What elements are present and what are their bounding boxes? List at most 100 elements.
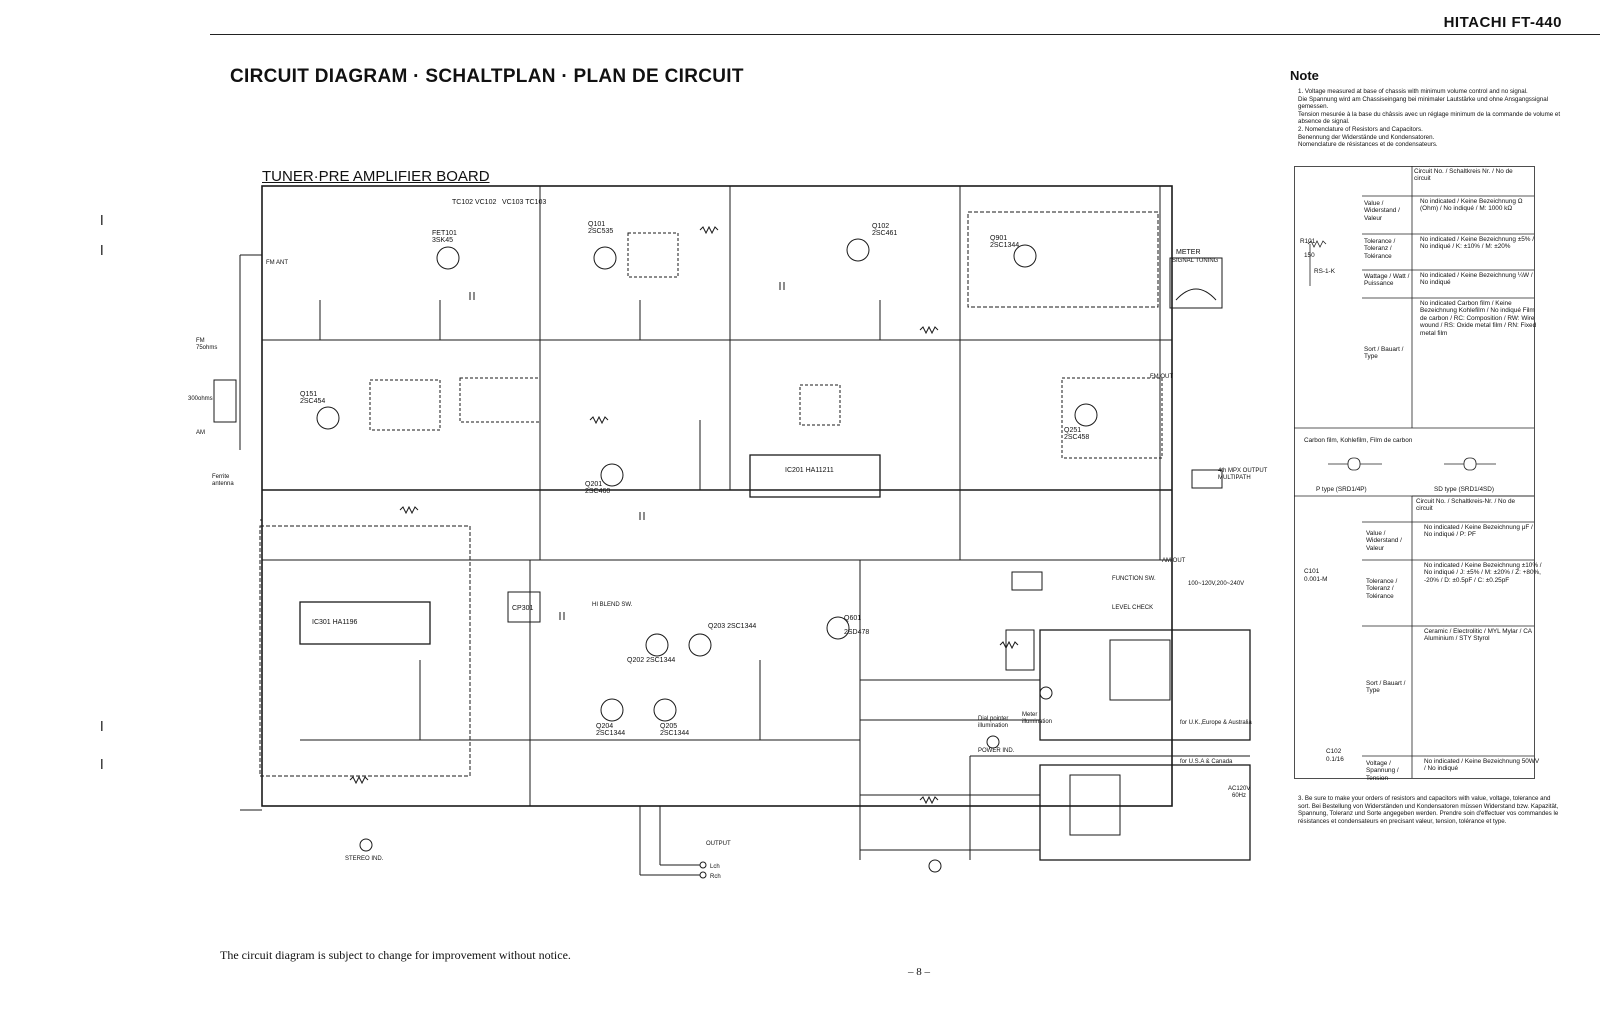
legend-cell: Ceramic / Electrolitic / MYL Mylar / CA … bbox=[1424, 628, 1532, 643]
sd-type-label: SD type (SRD1/4SD) bbox=[1434, 486, 1495, 493]
svg-text:FM OUT: FM OUT bbox=[1150, 374, 1173, 380]
svg-text:4th MPX OUTPUT: 4th MPX OUTPUT bbox=[1218, 468, 1268, 474]
binding-mark: ǀ bbox=[100, 212, 104, 228]
svg-text:Meter: Meter bbox=[1022, 712, 1037, 718]
legend-cell: Value / Widerstand / Valeur bbox=[1366, 530, 1402, 552]
capacitor-part: C101 bbox=[1304, 568, 1320, 575]
note-line: 1. Voltage measured at base of chassis w… bbox=[1298, 88, 1528, 95]
svg-text:60Hz: 60Hz bbox=[1232, 793, 1246, 799]
svg-text:STEREO IND.: STEREO IND. bbox=[345, 856, 384, 862]
svg-text:Q251: Q251 bbox=[1064, 427, 1081, 434]
svg-text:illumination: illumination bbox=[978, 723, 1008, 729]
svg-text:for U.K.,Europe & Australia: for U.K.,Europe & Australia bbox=[1180, 720, 1252, 726]
svg-text:IC301 HA1196: IC301 HA1196 bbox=[312, 619, 358, 626]
note-line: Tension mesurée à la base du châssis ave… bbox=[1298, 110, 1561, 126]
svg-text:2SC1344: 2SC1344 bbox=[990, 242, 1019, 249]
brand-model: HITACHI FT-440 bbox=[1443, 14, 1562, 31]
legend-cell: Tolerance / Toleranz / Tolérance bbox=[1364, 238, 1396, 260]
legend-cell: Voltage / Spannung / Tension bbox=[1366, 760, 1399, 782]
svg-text:Q201: Q201 bbox=[585, 481, 602, 488]
svg-text:2SC1344: 2SC1344 bbox=[660, 730, 689, 737]
svg-text:AM OUT: AM OUT bbox=[1162, 558, 1186, 564]
binding-mark: ǀ bbox=[100, 756, 104, 772]
p-type-label: P type (SRD1/4P) bbox=[1316, 486, 1367, 493]
svg-text:IC201 HA11211: IC201 HA11211 bbox=[785, 467, 834, 474]
svg-text:Q203 2SC1344: Q203 2SC1344 bbox=[708, 623, 756, 630]
svg-text:HI BLEND SW.: HI BLEND SW. bbox=[592, 602, 633, 608]
legend-cell: Sort / Bauart / Type bbox=[1364, 346, 1404, 361]
header-rule bbox=[210, 34, 1600, 35]
svg-text:Lch: Lch bbox=[710, 864, 720, 870]
svg-text:300ohms: 300ohms bbox=[188, 396, 213, 402]
capacitor-value-2: 0.1/16 bbox=[1326, 756, 1344, 763]
svg-text:2SC460: 2SC460 bbox=[585, 488, 610, 495]
resistor-sort: RS-1-K bbox=[1314, 268, 1335, 275]
svg-text:CP301: CP301 bbox=[512, 605, 534, 612]
svg-text:VC103 TC103: VC103 TC103 bbox=[502, 199, 546, 206]
svg-text:FM: FM bbox=[196, 338, 205, 344]
legend-cell: Tolerance / Toleranz / Tolérance bbox=[1366, 578, 1398, 600]
svg-text:Q202 2SC1344: Q202 2SC1344 bbox=[627, 657, 675, 664]
svg-text:Q601: Q601 bbox=[844, 615, 861, 622]
note-line: Benennung der Widerstände und Kondensato… bbox=[1298, 133, 1435, 141]
svg-text:METER: METER bbox=[1176, 249, 1201, 256]
svg-text:Q102: Q102 bbox=[872, 223, 889, 230]
legend-cell: Value / Widerstand / Valeur bbox=[1364, 200, 1400, 222]
page-title: CIRCUIT DIAGRAM · SCHALTPLAN · PLAN DE C… bbox=[230, 66, 744, 87]
svg-text:2SC1344: 2SC1344 bbox=[596, 730, 625, 737]
svg-text:for U.S.A & Canada: for U.S.A & Canada bbox=[1180, 759, 1233, 765]
svg-text:2SC454: 2SC454 bbox=[300, 398, 325, 405]
svg-text:SIGNAL TUNING: SIGNAL TUNING bbox=[1172, 258, 1219, 264]
legend-cell: Circuit No. / Schaltkreis-Nr. / No de ci… bbox=[1416, 498, 1516, 513]
film-caption: Carbon film, Kohlefilm, Film de carbon bbox=[1304, 437, 1413, 444]
svg-text:2SC535: 2SC535 bbox=[588, 228, 613, 235]
svg-text:2SD478: 2SD478 bbox=[844, 629, 869, 636]
svg-text:TC102 VC102: TC102 VC102 bbox=[452, 199, 496, 206]
notes-heading: Note bbox=[1290, 68, 1319, 83]
svg-text:Q204: Q204 bbox=[596, 723, 613, 730]
svg-text:AM: AM bbox=[196, 430, 205, 436]
legend-cell: No indicated / Keine Bezeichnung ±5% / N… bbox=[1420, 236, 1534, 251]
legend-frame bbox=[1294, 166, 1535, 779]
legend-cell: No indicated / Keine Bezeichnung μF / No… bbox=[1424, 524, 1533, 539]
svg-text:Q901: Q901 bbox=[990, 235, 1007, 242]
binding-mark: ǀ bbox=[100, 718, 104, 734]
legend-cell: No indicated / Keine Bezeichnung 50WV / … bbox=[1424, 758, 1540, 773]
svg-text:Q101: Q101 bbox=[588, 221, 605, 228]
legend-cell: No indicated / Keine Bezeichnung ±10% / … bbox=[1424, 562, 1542, 584]
resistor-part: R101 bbox=[1300, 238, 1316, 245]
page-number: – 8 – bbox=[908, 966, 930, 978]
svg-text:LEVEL CHECK: LEVEL CHECK bbox=[1112, 605, 1153, 611]
legend-cell: No indicated Carbon film / Keine Bezeich… bbox=[1420, 300, 1537, 337]
svg-text:illumination: illumination bbox=[1022, 719, 1052, 725]
svg-text:OUTPUT: OUTPUT bbox=[706, 841, 731, 847]
capacitor-value: 0.001-M bbox=[1304, 576, 1328, 583]
svg-text:FM ANT: FM ANT bbox=[266, 260, 288, 266]
binding-mark: ǀ bbox=[100, 242, 104, 258]
svg-text:POWER IND.: POWER IND. bbox=[978, 748, 1015, 754]
legend-cell: Wattage / Watt / Puissance bbox=[1364, 273, 1410, 288]
svg-text:FET101: FET101 bbox=[432, 230, 457, 237]
svg-text:Rch: Rch bbox=[710, 874, 721, 880]
note-3: 3. Be sure to make your orders of resist… bbox=[1298, 795, 1559, 825]
footer-notice: The circuit diagram is subject to change… bbox=[220, 948, 571, 962]
svg-text:Q151: Q151 bbox=[300, 391, 317, 398]
legend-cell: No indicated / Keine Bezeichnung Ω (Ohm)… bbox=[1420, 198, 1523, 213]
svg-text:2SC461: 2SC461 bbox=[872, 230, 897, 237]
note-line: Nomenclature de résistances et de conden… bbox=[1298, 141, 1438, 149]
svg-text:AC120V: AC120V bbox=[1228, 786, 1250, 792]
svg-text:MULTIPATH: MULTIPATH bbox=[1218, 475, 1251, 481]
svg-text:100~120V,200~240V: 100~120V,200~240V bbox=[1188, 581, 1244, 587]
svg-text:Dial pointer: Dial pointer bbox=[978, 716, 1008, 722]
svg-text:75ohms: 75ohms bbox=[196, 345, 217, 351]
svg-text:Q205: Q205 bbox=[660, 723, 677, 730]
svg-text:2SC458: 2SC458 bbox=[1064, 434, 1089, 441]
resistor-value: 150 bbox=[1304, 252, 1315, 259]
notes-text: 1. Voltage measured at base of chassis w… bbox=[1298, 88, 1563, 149]
legend-cell: Sort / Bauart / Type bbox=[1366, 680, 1406, 695]
note-line: 2. Nomenclature of Resistors and Capacit… bbox=[1298, 125, 1423, 133]
legend-cell: No indicated / Keine Bezeichnung ¼W / No… bbox=[1420, 272, 1533, 287]
note-line: Die Spannung wird am Chassiseingang bei … bbox=[1298, 95, 1549, 111]
capacitor-part-2: C102 bbox=[1326, 748, 1342, 755]
